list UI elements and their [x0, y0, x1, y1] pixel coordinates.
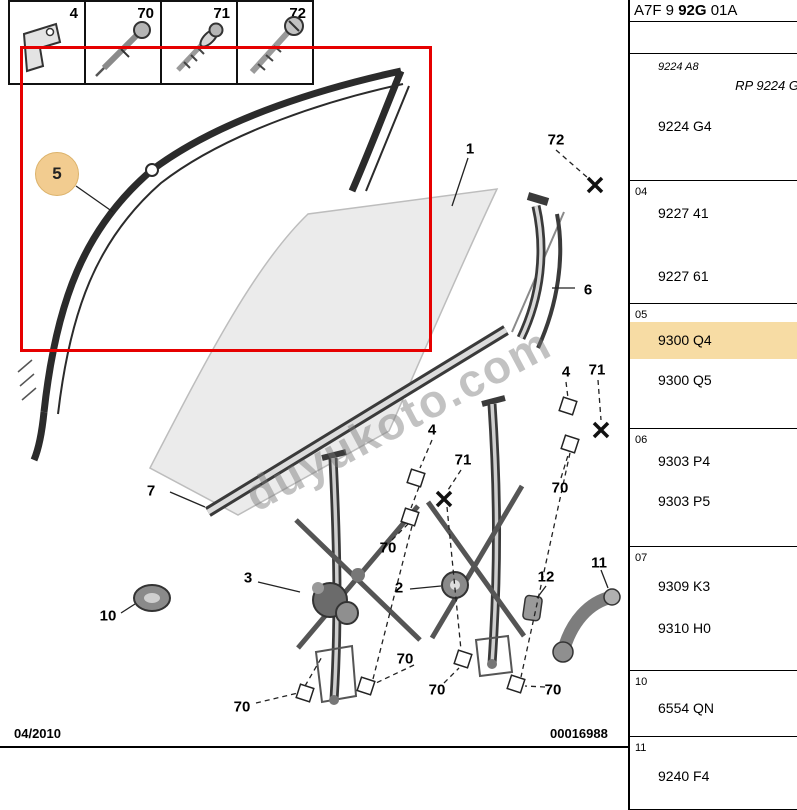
callout-6[interactable]: 6	[583, 281, 593, 299]
parts-group-04: 04 9227 41 9227 61	[630, 181, 797, 304]
diagram-area: duyukoto.com 4 70 71	[0, 0, 629, 748]
group-index: 10	[635, 676, 648, 688]
legend-cell-71: 71	[160, 0, 238, 85]
callout-70[interactable]: 70	[233, 698, 251, 716]
screw-washer-icon	[176, 22, 224, 72]
group-index: 04	[635, 186, 648, 198]
part-row[interactable]: 9310 H0	[658, 620, 711, 636]
fastener-legend: 4 70 71	[8, 0, 314, 85]
callout-5-highlight[interactable]: 5	[35, 152, 79, 196]
grommet	[133, 584, 171, 612]
parts-group-10: 10 6554 QN	[630, 671, 797, 737]
window-regulator-manual	[425, 395, 527, 678]
rivet-icon	[95, 21, 151, 77]
callout-4[interactable]: 4	[561, 363, 571, 381]
header-spacer-row	[630, 22, 797, 54]
group-index: 05	[635, 309, 648, 321]
diagram-number: 00016988	[550, 726, 608, 741]
page-code-bold: 92G	[678, 2, 707, 19]
callout-70[interactable]: 70	[544, 681, 562, 699]
inner-weatherstrip	[205, 325, 509, 517]
reference-section: 9224 A8 RP 9224 G 9224 G4	[630, 54, 797, 181]
part-row[interactable]: 9240 F4	[658, 768, 710, 784]
legend-label: 70	[137, 5, 154, 22]
fastener-cross-marks	[435, 176, 610, 508]
parts-group-11: 11 9240 F4	[630, 737, 797, 810]
callout-70[interactable]: 70	[379, 539, 397, 557]
callout-70[interactable]: 70	[428, 681, 446, 699]
parts-group-06: 06 9303 P4 9303 P5	[630, 429, 797, 547]
revision-date: 04/2010	[14, 726, 61, 741]
callout-7[interactable]: 7	[146, 482, 156, 500]
rear-guide-channel	[516, 192, 563, 349]
ref-code-rp: RP 9224 G	[735, 78, 797, 93]
fastener-squares	[295, 396, 580, 703]
legend-label: 71	[213, 5, 230, 22]
callout-70[interactable]: 70	[396, 650, 414, 668]
callout-2[interactable]: 2	[394, 579, 404, 597]
leader-lines	[255, 149, 602, 704]
callout-12[interactable]: 12	[537, 568, 555, 586]
crank-spacer	[522, 594, 543, 622]
part-row[interactable]: 9303 P5	[658, 493, 711, 509]
callout-1[interactable]: 1	[465, 140, 475, 158]
group-index: 07	[635, 552, 648, 564]
part-row[interactable]: 9300 Q4	[630, 322, 797, 359]
part-row[interactable]: 9227 41	[658, 205, 709, 221]
callout-10[interactable]: 10	[99, 607, 117, 625]
callout-72[interactable]: 72	[547, 131, 565, 149]
callout-71[interactable]: 71	[588, 361, 606, 379]
window-run-channel	[17, 67, 410, 462]
part-row[interactable]: 9309 K3	[658, 578, 711, 594]
parts-group-07: 07 9309 K3 9310 H0	[630, 547, 797, 671]
parts-list-panel: A7F 9 92G 01A 9224 A8 RP 9224 G 9224 G4 …	[628, 0, 797, 810]
legend-label: 4	[69, 5, 78, 22]
callout-11[interactable]: 11	[591, 554, 607, 572]
exploded-diagram	[17, 67, 621, 705]
part-row[interactable]: 6554 QN	[658, 700, 715, 716]
callout-70[interactable]: 70	[551, 479, 569, 497]
part-row[interactable]: 9303 P4	[658, 453, 711, 469]
callout-4[interactable]: 4	[427, 421, 437, 439]
part-row[interactable]: 9300 Q5	[658, 372, 712, 388]
screw-icon	[249, 16, 304, 75]
group-index: 06	[635, 434, 648, 446]
window-crank-handle	[552, 588, 621, 663]
callout-3[interactable]: 3	[243, 569, 253, 587]
page-code-prefix: A7F 9	[634, 2, 679, 19]
page-code-header: A7F 9 92G 01A	[630, 0, 797, 22]
selection-highlight-box	[20, 46, 432, 352]
page-code-suffix: 01A	[706, 2, 738, 19]
callout-71[interactable]: 71	[454, 451, 472, 469]
part-row[interactable]: 9224 G4	[658, 118, 712, 134]
group-index: 11	[635, 742, 647, 754]
part-row[interactable]: 9227 61	[658, 268, 709, 284]
legend-cell-72: 72	[236, 0, 314, 85]
ref-code-small: 9224 A8	[658, 61, 699, 73]
window-regulator-motor	[294, 449, 422, 705]
